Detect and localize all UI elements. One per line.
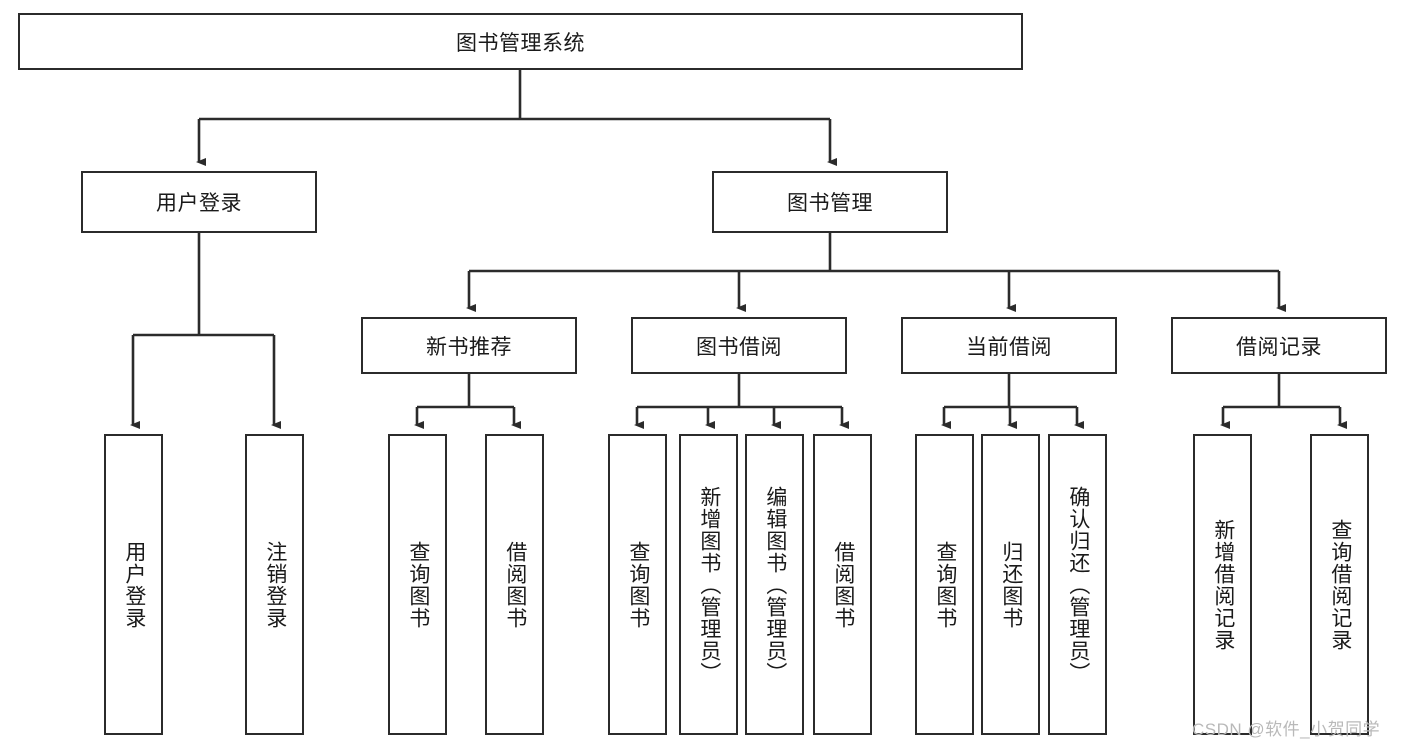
node-new-book-recommend-label: 新书推荐 bbox=[426, 335, 512, 359]
node-new-book-recommend[interactable]: 新书推荐 bbox=[361, 317, 577, 374]
node-borrow-record[interactable]: 借阅记录 bbox=[1171, 317, 1387, 374]
node-root-label: 图书管理系统 bbox=[456, 31, 585, 55]
node-leaf-borrow-book-1[interactable]: 借阅图书 bbox=[485, 434, 544, 735]
node-leaf-query-book-1[interactable]: 查询图书 bbox=[388, 434, 447, 735]
node-leaf-user-logout-label: 注销登录 bbox=[263, 540, 287, 629]
node-leaf-user-login-label: 用户登录 bbox=[122, 540, 146, 629]
node-leaf-borrow-book-1-label: 借阅图书 bbox=[503, 540, 527, 629]
node-leaf-query-book-2[interactable]: 查询图书 bbox=[608, 434, 667, 735]
node-book-borrow[interactable]: 图书借阅 bbox=[631, 317, 847, 374]
node-borrow-record-label: 借阅记录 bbox=[1236, 335, 1322, 359]
node-book-manage-label: 图书管理 bbox=[787, 192, 873, 215]
node-leaf-add-book-label: 新增图书（管理员） bbox=[697, 485, 721, 684]
node-leaf-query-record[interactable]: 查询借阅记录 bbox=[1310, 434, 1369, 735]
watermark-text: CSDN @软件_小贺同学 bbox=[1192, 720, 1381, 739]
node-leaf-add-book[interactable]: 新增图书（管理员） bbox=[679, 434, 738, 735]
node-leaf-borrow-book-2-label: 借阅图书 bbox=[831, 540, 855, 629]
node-leaf-user-logout[interactable]: 注销登录 bbox=[245, 434, 304, 735]
node-leaf-confirm-return[interactable]: 确认归还（管理员） bbox=[1048, 434, 1107, 735]
node-root[interactable]: 图书管理系统 bbox=[18, 13, 1023, 70]
node-leaf-query-book-2-label: 查询图书 bbox=[626, 540, 650, 629]
node-leaf-add-record-label: 新增借阅记录 bbox=[1211, 518, 1235, 651]
node-leaf-add-record[interactable]: 新增借阅记录 bbox=[1193, 434, 1252, 735]
node-leaf-query-book-3[interactable]: 查询图书 bbox=[915, 434, 974, 735]
node-user-login-label: 用户登录 bbox=[156, 192, 242, 215]
node-user-login[interactable]: 用户登录 bbox=[81, 171, 317, 233]
node-leaf-edit-book-label: 编辑图书（管理员） bbox=[763, 485, 787, 684]
node-leaf-user-login[interactable]: 用户登录 bbox=[104, 434, 163, 735]
node-leaf-query-record-label: 查询借阅记录 bbox=[1328, 518, 1352, 651]
node-book-manage[interactable]: 图书管理 bbox=[712, 171, 948, 233]
node-leaf-return-book-label: 归还图书 bbox=[999, 540, 1023, 629]
node-leaf-query-book-3-label: 查询图书 bbox=[933, 540, 957, 629]
node-leaf-borrow-book-2[interactable]: 借阅图书 bbox=[813, 434, 872, 735]
node-leaf-confirm-return-label: 确认归还（管理员） bbox=[1066, 485, 1090, 684]
node-leaf-return-book[interactable]: 归还图书 bbox=[981, 434, 1040, 735]
node-current-borrow-label: 当前借阅 bbox=[966, 335, 1052, 359]
node-book-borrow-label: 图书借阅 bbox=[696, 335, 782, 359]
node-leaf-edit-book[interactable]: 编辑图书（管理员） bbox=[745, 434, 804, 735]
node-leaf-query-book-1-label: 查询图书 bbox=[406, 540, 430, 629]
node-current-borrow[interactable]: 当前借阅 bbox=[901, 317, 1117, 374]
